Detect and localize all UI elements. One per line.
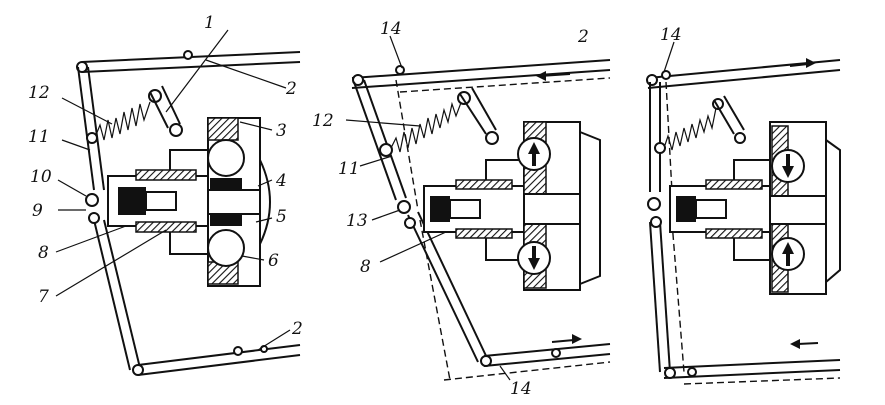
lower-rod-3 <box>663 339 841 385</box>
label-11-panel1: 11 <box>28 127 50 147</box>
label-6: 6 <box>268 251 279 271</box>
label-2-top: 2 <box>285 79 297 99</box>
panel-3-state <box>646 58 841 385</box>
label-3: 3 <box>276 121 287 141</box>
label-8-panel2: 8 <box>360 257 371 277</box>
upper-rod-2 <box>351 59 611 93</box>
upper-rod-1 <box>76 50 301 73</box>
label-12-panel1: 12 <box>28 83 50 103</box>
spring-3 <box>654 98 724 154</box>
label-11-panel2: 11 <box>338 159 360 179</box>
label-14-panel2-bottom: 14 <box>510 379 532 399</box>
label-14-panel2-top: 14 <box>380 19 402 39</box>
lever-2 <box>353 79 489 381</box>
label-7: 7 <box>38 287 49 307</box>
label-8-panel1: 8 <box>38 243 49 263</box>
label-14-panel3: 14 <box>660 25 682 45</box>
label-5: 5 <box>276 207 287 227</box>
lever-1 <box>77 66 141 371</box>
upper-rod-3 <box>646 58 841 89</box>
label-9: 9 <box>32 201 43 221</box>
disk-3 <box>769 121 841 295</box>
label-10: 10 <box>30 167 52 187</box>
label-1: 1 <box>204 13 215 33</box>
label-4: 4 <box>275 171 287 191</box>
lower-rod-2 <box>443 334 611 381</box>
crank-1 <box>149 85 183 137</box>
label-2-bottom: 2 <box>291 319 303 339</box>
lower-rod-1 <box>132 344 301 376</box>
leader-lines <box>55 29 675 381</box>
hub-2 <box>423 159 525 261</box>
disk-1 <box>207 117 271 287</box>
lever-3 <box>647 81 685 373</box>
callout-labels: 1 2 12 11 3 4 5 6 10 9 8 7 2 14 2 12 11 … <box>28 13 682 399</box>
label-2-panel2: 2 <box>577 27 589 47</box>
spring-1 <box>86 89 162 144</box>
label-12-panel2: 12 <box>312 111 334 131</box>
disk-2 <box>517 121 601 291</box>
crank-3 <box>713 95 746 144</box>
label-13: 13 <box>346 211 368 231</box>
panel-2-state <box>351 59 611 381</box>
panel-1-neutral <box>76 50 301 376</box>
hub-1 <box>107 149 209 255</box>
crank-2 <box>459 87 499 145</box>
hub-3 <box>669 159 771 261</box>
